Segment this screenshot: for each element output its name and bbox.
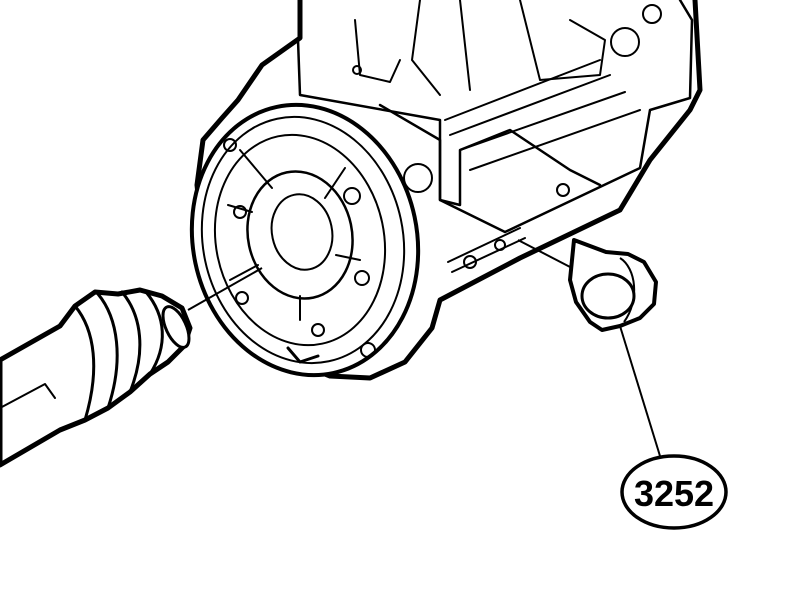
housing-screw-small [352, 65, 362, 75]
worm-thread-1 [73, 304, 96, 422]
shaft-axis-line [187, 267, 263, 311]
worm-thread-3 [120, 290, 142, 394]
housing-hole-side [403, 163, 433, 193]
housing-screw-low-1 [556, 183, 570, 197]
flange-notch [286, 346, 320, 364]
flange-bolt-4 [360, 342, 376, 358]
callout-leader-line [619, 325, 661, 457]
flange-bolt-2 [343, 187, 361, 205]
flange-bolt-5 [235, 291, 249, 305]
housing-screw-low-2 [463, 255, 477, 269]
flange-bolt-1 [223, 138, 237, 152]
worm-shaft-end [161, 305, 191, 349]
housing-hole-right [610, 27, 640, 57]
flange-outer-ring [189, 102, 421, 378]
gearbox-housing [189, 0, 703, 381]
part-3252-bushing [568, 238, 658, 332]
flange-second-ring [200, 115, 406, 365]
housing-top-frame [296, 0, 694, 234]
flange-bolt-7 [311, 323, 325, 337]
flange-inner-ring [213, 133, 387, 347]
worm-shaft-body [0, 287, 193, 468]
housing-slot [447, 227, 526, 273]
part-callout: 3252 [620, 454, 728, 530]
housing-bracket [378, 103, 602, 207]
worm-shaft [0, 287, 193, 468]
housing-screw-top [642, 4, 662, 24]
part-callout-oval [620, 454, 728, 530]
worm-thread-4 [144, 290, 164, 376]
housing-top-inner [354, 0, 606, 96]
worm-shaft-flat [0, 383, 56, 409]
flange-spokes [227, 149, 361, 321]
worm-thread-2 [96, 292, 119, 410]
flange-bolt-3 [354, 270, 370, 286]
bushing-edge [619, 257, 636, 323]
part-axis-line [517, 239, 573, 269]
part-number-label: 3252 [634, 473, 714, 514]
housing-rails [444, 59, 641, 171]
flange-bolt-6 [233, 205, 247, 219]
bushing-bore [580, 272, 636, 320]
flange-hub-outer [246, 170, 354, 300]
flange-hub-inner [270, 193, 334, 271]
